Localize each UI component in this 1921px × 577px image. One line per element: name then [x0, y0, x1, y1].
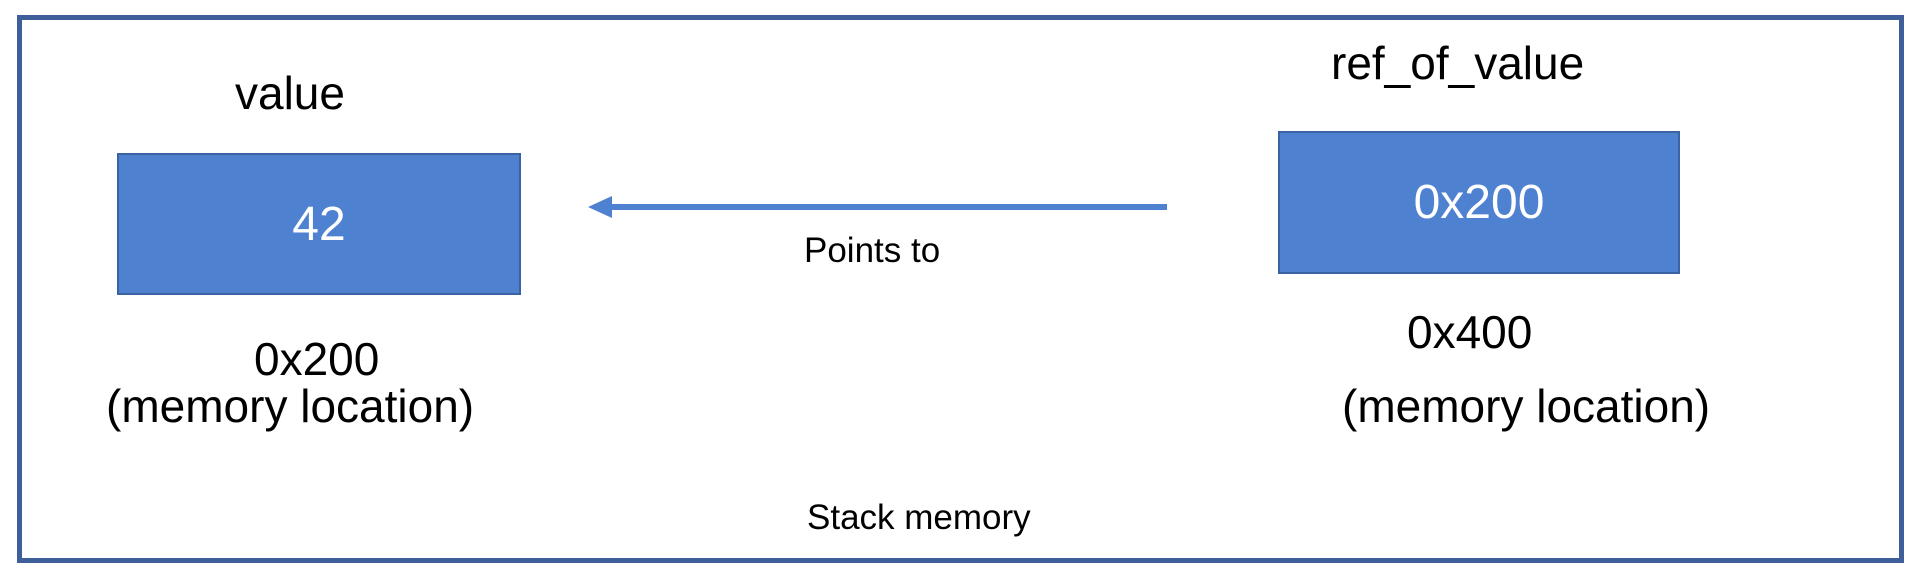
left-cell-address: 0x200 — [254, 333, 380, 385]
left-cell-address-note: (memory location) — [106, 380, 475, 432]
left-memory-cell: 42 — [117, 153, 521, 295]
right-cell-address: 0x400 — [1407, 306, 1533, 358]
right-memory-cell: 0x200 — [1278, 131, 1680, 274]
stack-memory-frame — [17, 15, 1904, 563]
arrow-label: Points to — [804, 231, 941, 270]
left-variable-name: value — [235, 67, 345, 119]
left-cell-value: 42 — [292, 197, 346, 251]
right-cell-value: 0x200 — [1413, 176, 1545, 229]
right-variable-name: ref_of_value — [1331, 37, 1585, 89]
right-cell-address-note: (memory location) — [1342, 380, 1711, 432]
stack-memory-label: Stack memory — [807, 498, 1031, 537]
